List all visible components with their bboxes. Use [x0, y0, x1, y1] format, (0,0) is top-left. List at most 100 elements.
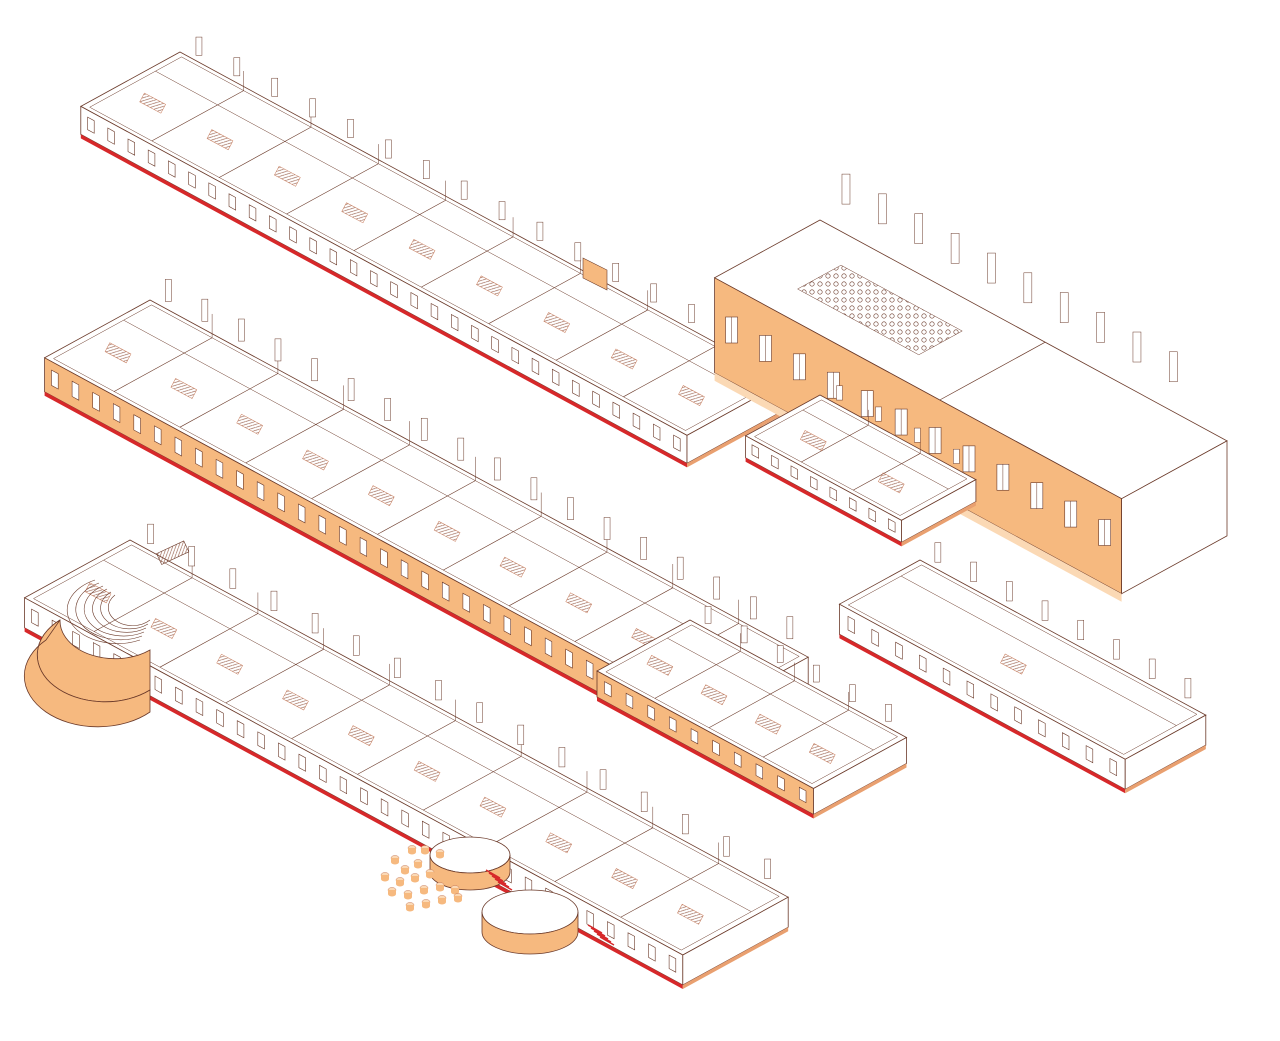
gymnasium-back-window: [1113, 639, 1120, 660]
outdoor-stool-side: [438, 898, 446, 905]
outdoor-stool-side: [411, 876, 419, 883]
ground-extension-back-window: [776, 645, 784, 663]
upper-wing-back-window: [423, 160, 430, 179]
upper-wing-furniture: [610, 348, 638, 370]
gymnasium-inner-outline: [847, 564, 1198, 755]
stair-step: [596, 933, 612, 943]
upper-wing-window: [410, 291, 418, 310]
ground-wing-furniture: [216, 653, 243, 675]
gymnasium-base-end: [1125, 745, 1206, 794]
ground-wing-partition: [357, 720, 456, 775]
upper-wing-furniture: [274, 165, 301, 187]
middle-wing-window: [421, 570, 429, 591]
ground-wing-window: [72, 630, 80, 650]
ground-wing-back-window: [394, 657, 401, 678]
ground-wing-window: [339, 775, 348, 795]
upper-wing-back-window: [271, 77, 278, 97]
middle-wing-window: [585, 659, 594, 680]
ground-wing-window: [31, 608, 39, 627]
middle-wing-furniture: [104, 342, 132, 364]
upper-wing-window: [673, 434, 681, 452]
middle-wing-back-window: [713, 576, 720, 600]
upper-wing-back-window: [385, 139, 392, 159]
ground-wing-window: [380, 798, 389, 817]
ground-wing-back-window: [723, 836, 730, 857]
ground-extension-furniture: [808, 743, 836, 764]
ground-extension-corridor: [667, 637, 874, 751]
stair-step: [590, 927, 606, 937]
gymnasium-back-window: [970, 561, 977, 582]
upper-wing-furniture: [476, 275, 503, 297]
ground-extension-furniture: [646, 655, 674, 676]
upper-wing-back-window: [536, 221, 544, 241]
ground-extension-window: [690, 728, 699, 745]
ground-wing-back-window: [558, 747, 566, 768]
middle-wing-window: [133, 414, 141, 435]
upper-wing-window: [87, 116, 95, 134]
stair-step: [587, 924, 603, 934]
upper-wing-partition: [151, 90, 244, 142]
upper-wing-window: [572, 379, 580, 398]
middle-annex-back-window: [953, 448, 960, 464]
middle-wing-window: [256, 481, 265, 502]
middle-annex-window: [888, 518, 896, 533]
middle-annex-corridor: [802, 409, 949, 490]
ground-extension-partition: [654, 651, 741, 699]
middle-annex: [744, 385, 977, 547]
gymnasium-window: [1014, 706, 1022, 725]
hall-back-window: [841, 173, 851, 205]
middle-wing-window: [236, 469, 244, 491]
ground-extension-window: [734, 751, 742, 768]
ground-wing-furniture: [545, 832, 573, 854]
middle-wing-window: [215, 458, 224, 479]
upper-wing-window: [612, 401, 620, 419]
amphitheatre-step: [83, 585, 145, 637]
stair-step: [494, 878, 510, 888]
upper-wing-furniture: [543, 312, 571, 333]
middle-wing-window: [483, 603, 491, 624]
ground-wing-back-window: [270, 590, 278, 611]
upper-wing-back-window: [498, 201, 506, 221]
front-layer: [23, 523, 1207, 989]
ground-wing-back-window: [188, 546, 195, 567]
outdoor-stool-side: [454, 896, 462, 903]
amphitheatre-step: [100, 591, 149, 630]
middle-annex-window: [751, 444, 760, 459]
ground-wing-back-window: [229, 568, 237, 589]
middle-wing-window: [400, 559, 409, 580]
upper-wing-window: [208, 182, 216, 200]
ground-wing-furniture: [282, 689, 309, 711]
hall-divider: [939, 341, 1046, 401]
ground-extension-window: [647, 704, 655, 721]
ground-wing-base-end: [682, 927, 789, 989]
middle-wing-furniture: [170, 378, 198, 399]
middle-wing-partition: [574, 587, 673, 642]
ground-extension-window: [625, 692, 634, 710]
middle-wing-back-window: [274, 338, 282, 362]
middle-wing-base: [44, 391, 703, 753]
gymnasium-window: [990, 693, 998, 712]
middle-wing-partition: [443, 516, 542, 571]
middle-wing-back-window: [786, 616, 794, 640]
ground-extension-window: [777, 775, 785, 792]
middle-wing-window: [174, 436, 182, 457]
ground-extension-window: [798, 786, 807, 804]
ground-wing-window: [607, 921, 615, 940]
gymnasium-back-window: [1006, 581, 1013, 602]
ground-wing-back-window: [476, 702, 483, 723]
middle-wing-corridor: [123, 319, 772, 672]
amphitheatre-step: [108, 594, 151, 626]
upper-wing-window: [349, 259, 358, 277]
ground-stair: [156, 540, 190, 565]
outdoor-stool-side: [436, 885, 444, 892]
upper-wing-window: [370, 270, 378, 288]
ground-wing-partition: [93, 577, 193, 632]
upper-wing-window: [531, 357, 540, 376]
gymnasium-back-window: [1148, 658, 1156, 679]
upper-wing-window: [228, 193, 236, 211]
ground-wing-back-window: [311, 613, 319, 634]
ground-extension-back-window: [740, 625, 748, 644]
gymnasium-window: [871, 628, 879, 647]
upper-wing-window: [471, 324, 479, 343]
upper-wing-window: [430, 302, 439, 321]
